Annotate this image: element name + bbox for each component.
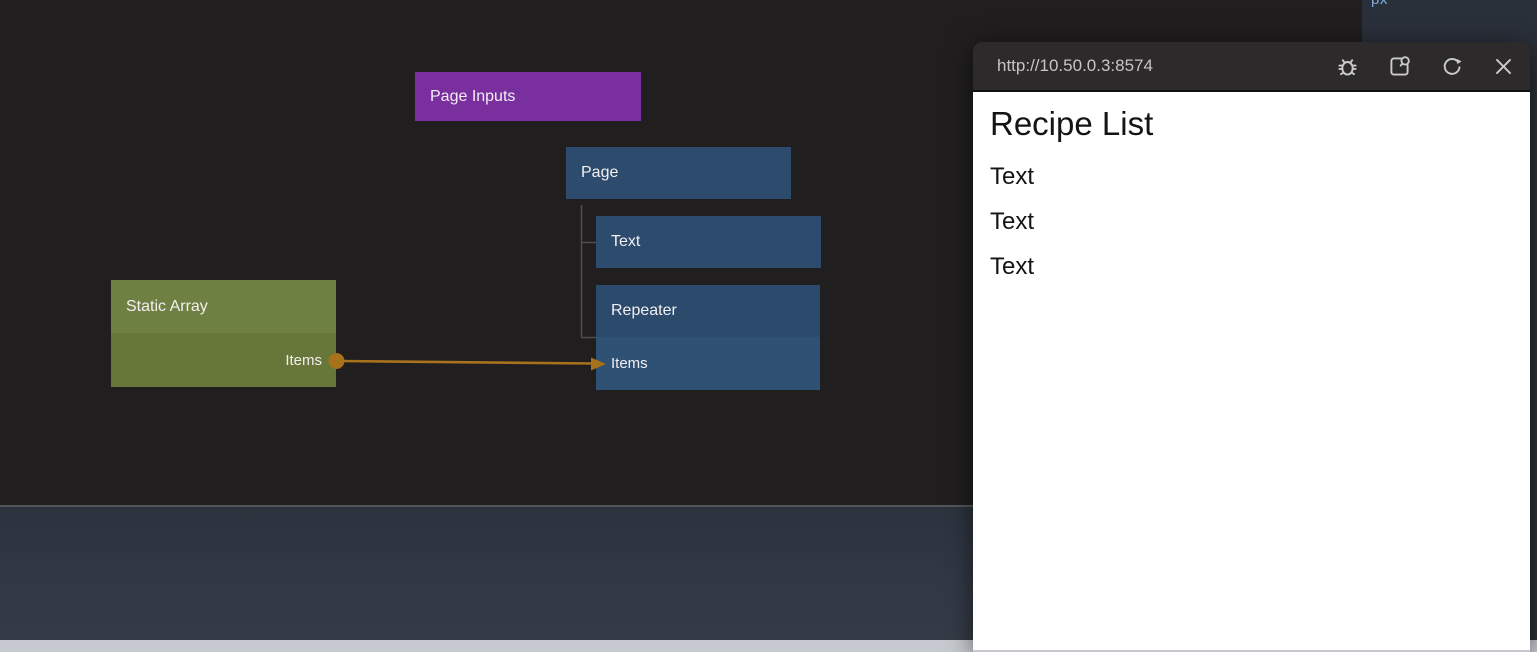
static-array-items-port-label: Items xyxy=(285,351,322,369)
node-text-label: Text xyxy=(611,233,641,250)
node-page[interactable]: Page xyxy=(566,147,791,199)
static-array-items-output-port[interactable]: Items xyxy=(111,333,336,387)
node-static-array-label: Static Array xyxy=(126,297,208,315)
preview-toolbar xyxy=(1334,53,1530,80)
repeater-items-input-port[interactable]: Items xyxy=(596,337,820,390)
debug-button[interactable] xyxy=(1334,53,1361,80)
open-preview-icon xyxy=(1390,55,1410,76)
node-page-inputs-label: Page Inputs xyxy=(430,87,516,105)
node-static-array[interactable]: Static Array Items xyxy=(111,280,336,387)
node-text[interactable]: Text xyxy=(596,216,821,268)
tree-connector-lines xyxy=(580,205,596,339)
preview-header: http://10.50.0.3:8574 xyxy=(973,42,1530,92)
unit-px-label[interactable]: px xyxy=(1371,0,1388,8)
data-wire-static-array-to-repeater[interactable] xyxy=(328,353,607,371)
close-preview-button[interactable] xyxy=(1490,53,1517,80)
preview-text-item: Text xyxy=(990,208,1035,235)
preview-url-bar[interactable]: http://10.50.0.3:8574 xyxy=(997,56,1153,75)
debug-bug-icon xyxy=(1338,58,1357,76)
node-page-label: Page xyxy=(581,164,619,181)
node-page-inputs[interactable]: Page Inputs xyxy=(415,72,641,121)
node-repeater[interactable]: Repeater Items xyxy=(596,285,820,390)
refresh-icon xyxy=(1443,57,1462,75)
preview-text-item: Text xyxy=(990,163,1035,190)
preview-page-content: Recipe List Text Text Text xyxy=(973,92,1530,650)
node-repeater-label: Repeater xyxy=(611,302,677,319)
preview-text-item: Text xyxy=(990,253,1035,280)
repeater-items-port-label: Items xyxy=(611,355,648,372)
preview-item-list: Text Text Text xyxy=(990,154,1530,289)
refresh-button[interactable] xyxy=(1438,53,1465,80)
preview-page-heading: Recipe List xyxy=(990,105,1154,142)
open-preview-button[interactable] xyxy=(1386,53,1413,80)
browser-preview-window: http://10.50.0.3:8574 xyxy=(973,42,1530,652)
close-icon xyxy=(1496,58,1511,74)
